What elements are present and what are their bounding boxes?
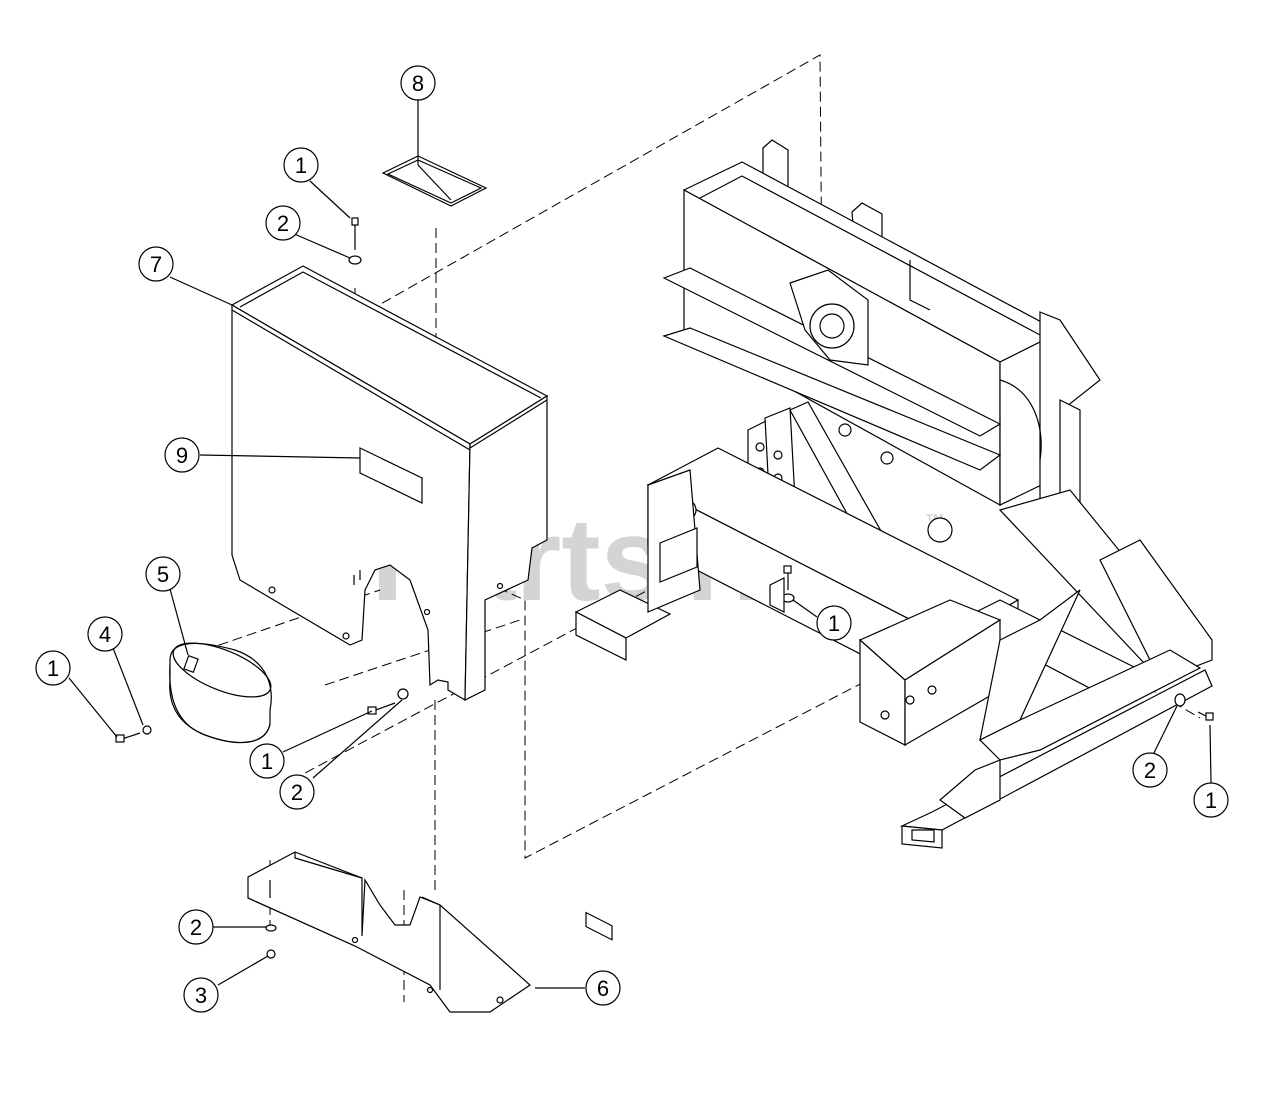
side-bolts	[115, 688, 409, 743]
callout-7: 7	[138, 246, 174, 282]
svg-text:1: 1	[47, 656, 59, 681]
callout-2-bottom: 2	[178, 909, 214, 945]
band-ring	[169, 642, 272, 744]
svg-text:1: 1	[1205, 788, 1217, 813]
svg-text:1: 1	[828, 611, 840, 636]
main-cover	[230, 265, 549, 702]
callout-3: 3	[183, 977, 219, 1013]
callout-5: 5	[145, 556, 181, 592]
svg-text:6: 6	[597, 976, 609, 1001]
svg-text:2: 2	[1144, 758, 1156, 783]
callout-1-mid: 1	[249, 743, 285, 779]
svg-text:5: 5	[157, 562, 169, 587]
svg-text:3: 3	[195, 983, 207, 1008]
callout-1-right: 1	[1193, 782, 1229, 818]
callout-8: 8	[400, 65, 436, 101]
svg-text:2: 2	[190, 915, 202, 940]
callouts: 8 1 2 7 9 5 4 1 1 2 1 2 1 2 3 6	[35, 65, 1229, 1013]
svg-text:4: 4	[99, 622, 111, 647]
callout-6: 6	[585, 970, 621, 1006]
callout-4: 4	[87, 616, 123, 652]
svg-text:2: 2	[291, 780, 303, 805]
svg-text:8: 8	[412, 71, 424, 96]
callout-1-top: 1	[283, 147, 319, 183]
callout-2-mid: 2	[279, 774, 315, 810]
lower-shield	[247, 851, 531, 1013]
svg-text:7: 7	[150, 252, 162, 277]
svg-text:1: 1	[261, 749, 273, 774]
top-bolt	[348, 217, 362, 308]
leader-lines	[68, 100, 1212, 989]
callout-2-top: 2	[265, 205, 301, 241]
callout-1-left: 1	[35, 650, 71, 686]
svg-text:1: 1	[295, 153, 307, 178]
frame-assembly	[574, 139, 1214, 941]
label-plate	[381, 155, 488, 207]
callout-2-right: 2	[1132, 752, 1168, 788]
callout-9: 9	[164, 437, 200, 473]
svg-text:9: 9	[176, 443, 188, 468]
callout-1-frame: 1	[816, 605, 852, 641]
svg-text:2: 2	[277, 211, 289, 236]
